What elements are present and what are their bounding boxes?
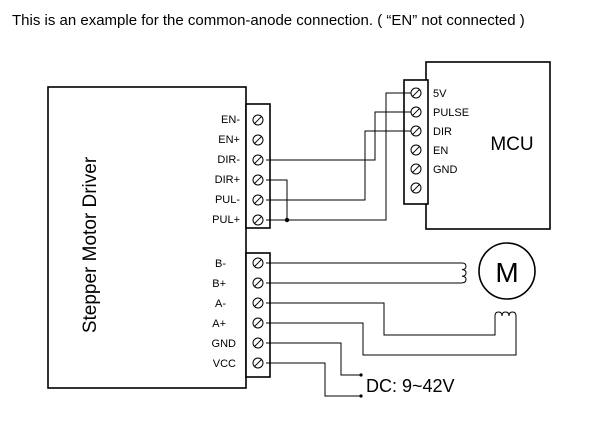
wire-vcc [266,362,361,397]
terminal-screw-slot [254,116,262,124]
pin-dir-plus: DIR+ [215,174,240,186]
driver-label: Stepper Motor Driver [80,156,101,333]
terminal-screw-slot [254,259,262,267]
terminal-screw-slot [254,196,262,204]
dc-terminal-neg [359,373,363,377]
pin-pul-minus: PUL- [215,194,240,206]
terminal-screw-slot [412,165,420,173]
wire-dir-plus [266,179,288,200]
mcu-box [425,61,551,230]
pin-a-plus: A+ [212,318,226,330]
pin-vcc: VCC [213,358,236,370]
pin-a-minus: A- [215,298,226,310]
dc-terminal-pos [359,394,363,398]
mcu-screws [410,87,422,194]
mcu-terminal [403,79,429,205]
mcu-pin-dir: DIR [433,126,452,138]
power-wires [266,342,363,398]
terminal-screw-slot [412,184,420,192]
mcu-pin-gnd: GND [433,164,458,176]
pin-en-minus: EN- [221,114,240,126]
terminal-screw-slot [254,339,262,347]
terminal-screw-slot [254,359,262,367]
terminal-screw-slot [412,127,420,135]
control-wires [266,92,411,223]
motor-wires [266,262,517,356]
terminal-screw-slot [412,108,420,116]
pin-b-minus: B- [215,258,226,270]
wire-a-minus [266,302,496,336]
caption: This is an example for the common-anode … [12,12,525,29]
terminal-screw-slot [254,216,262,224]
terminal-screw-slot [254,299,262,307]
pin-dir-minus: DIR- [217,154,240,166]
mcu-pin-pulse: PULSE [433,107,469,119]
pin-gnd: GND [212,338,237,350]
coil-b [461,262,467,284]
terminal-screw-slot [412,89,420,97]
wire-a-plus [266,316,517,356]
mcu-label: MCU [490,134,533,155]
terminal-screw-slot [254,319,262,327]
terminal-screw-slot [412,146,420,154]
wire-gnd [266,342,361,376]
terminal-screw-slot [254,279,262,287]
terminal-screw-slot [254,136,262,144]
driver-box [47,86,247,389]
pin-pul-plus: PUL+ [212,214,240,226]
motor-label: M [495,257,518,288]
driver-screws [252,114,264,369]
pin-en-plus: EN+ [218,134,240,146]
driver-power-terminal [245,252,271,378]
terminal-screw-slot [254,176,262,184]
motor-symbol [478,242,536,300]
wire-dir-minus [266,111,411,161]
pin-b-plus: B+ [212,278,226,290]
mcu-pin-en: EN [433,145,448,157]
dc-supply-label: DC: 9~42V [366,376,455,396]
terminal-screw-slot [254,156,262,164]
wire-pul-minus [266,130,411,201]
mcu-pin-5v: 5V [433,88,447,100]
wire-pul-plus [266,92,411,221]
coil-a [494,311,517,317]
